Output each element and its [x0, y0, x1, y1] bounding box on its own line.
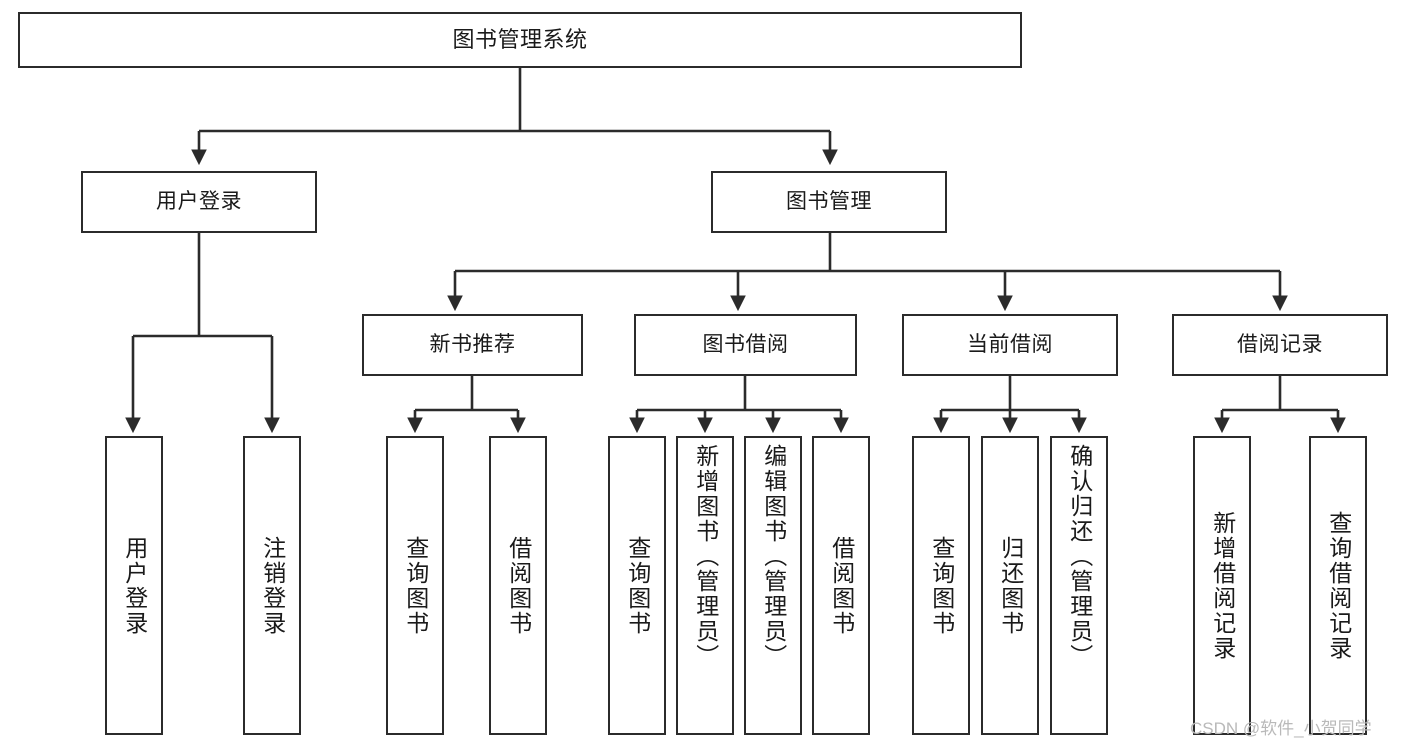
node-label: 用户登录	[121, 535, 148, 636]
node-borrow-records[interactable]: 借阅记录	[1172, 314, 1388, 376]
node-label: 编辑图书（管理员）	[760, 444, 787, 669]
node-label: 查询图书	[402, 535, 429, 636]
leaf-user-login-logout[interactable]: 注销登录	[243, 436, 301, 735]
node-label: 确认归还（管理员）	[1066, 444, 1093, 669]
node-current-borrow[interactable]: 当前借阅	[902, 314, 1118, 376]
node-new-book-recommend[interactable]: 新书推荐	[362, 314, 583, 376]
node-label: 新增图书（管理员）	[692, 444, 719, 669]
leaf-recommend-query-book[interactable]: 查询图书	[386, 436, 444, 735]
leaf-borrow-add-book-admin[interactable]: 新增图书（管理员）	[676, 436, 734, 735]
node-label: 新增借阅记录	[1209, 510, 1236, 661]
node-book-borrow[interactable]: 图书借阅	[634, 314, 857, 376]
leaf-current-return-book[interactable]: 归还图书	[981, 436, 1039, 735]
leaf-borrow-borrow-book[interactable]: 借阅图书	[812, 436, 870, 735]
node-label: 新书推荐	[429, 333, 516, 357]
leaf-records-query-record[interactable]: 查询借阅记录	[1309, 436, 1367, 735]
node-label: 查询图书	[928, 535, 955, 636]
node-label: 查询借阅记录	[1325, 510, 1352, 661]
node-root-system[interactable]: 图书管理系统	[18, 12, 1022, 68]
node-label: 借阅记录	[1237, 333, 1323, 357]
node-label: 当前借阅	[967, 333, 1053, 357]
leaf-current-query-book[interactable]: 查询图书	[912, 436, 970, 735]
leaf-recommend-borrow-book[interactable]: 借阅图书	[489, 436, 547, 735]
node-label: 图书管理	[786, 190, 872, 214]
node-label: 借阅图书	[828, 535, 855, 636]
node-book-management[interactable]: 图书管理	[711, 171, 947, 233]
csdn-watermark: CSDN @软件_小贺同学	[1190, 719, 1372, 738]
node-label: 查询图书	[624, 535, 651, 636]
node-label: 图书管理系统	[452, 26, 588, 52]
leaf-current-confirm-return-admin[interactable]: 确认归还（管理员）	[1050, 436, 1108, 735]
leaf-borrow-edit-book-admin[interactable]: 编辑图书（管理员）	[744, 436, 802, 735]
leaf-records-add-record[interactable]: 新增借阅记录	[1193, 436, 1251, 735]
node-label: 归还图书	[997, 535, 1024, 636]
node-label: 注销登录	[259, 535, 286, 636]
node-label: 借阅图书	[505, 535, 532, 636]
node-label: 用户登录	[156, 190, 242, 214]
leaf-borrow-query-book[interactable]: 查询图书	[608, 436, 666, 735]
leaf-user-login-login[interactable]: 用户登录	[105, 436, 163, 735]
node-label: 图书借阅	[702, 333, 789, 357]
node-user-login[interactable]: 用户登录	[81, 171, 317, 233]
